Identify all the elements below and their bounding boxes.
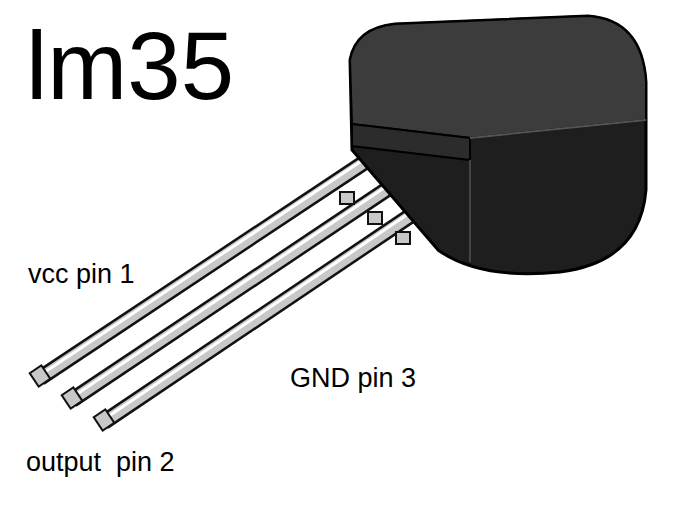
part-title: lm35 — [26, 18, 234, 114]
pin-label: vcc pin 1 — [26, 260, 137, 289]
lead-bend — [396, 232, 410, 244]
pin-label: GND pin 3 — [288, 364, 418, 393]
pin-label: output pin 2 — [24, 448, 177, 477]
to92-body — [350, 16, 646, 274]
lead-bend — [368, 212, 382, 224]
lead-bend — [340, 192, 354, 204]
lead-3 — [94, 210, 416, 431]
